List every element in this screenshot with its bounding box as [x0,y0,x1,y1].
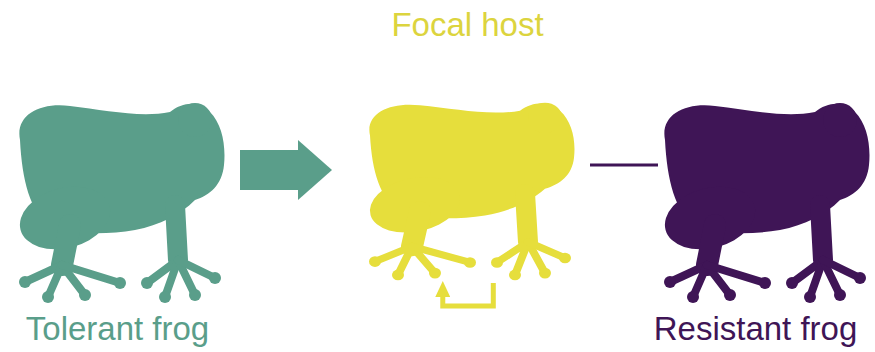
frog-silhouette [13,103,225,303]
frog-silhouette [658,103,870,303]
frog-label: Tolerant frog [26,310,209,348]
frog-silhouette [360,100,575,282]
frog-node: Tolerant frog [10,100,225,305]
connector-arrow [240,150,299,190]
connector-arrow [590,164,658,167]
frog-node: Focal host [360,100,575,282]
self-loop-arrow [443,283,494,306]
frog-node: Resistant frog [655,100,870,305]
frog-silhouette [10,100,225,305]
frog-silhouette [363,103,575,281]
frog-label: Focal host [391,6,543,44]
frog-label: Resistant frog [654,310,858,348]
frog-silhouette [655,100,870,305]
